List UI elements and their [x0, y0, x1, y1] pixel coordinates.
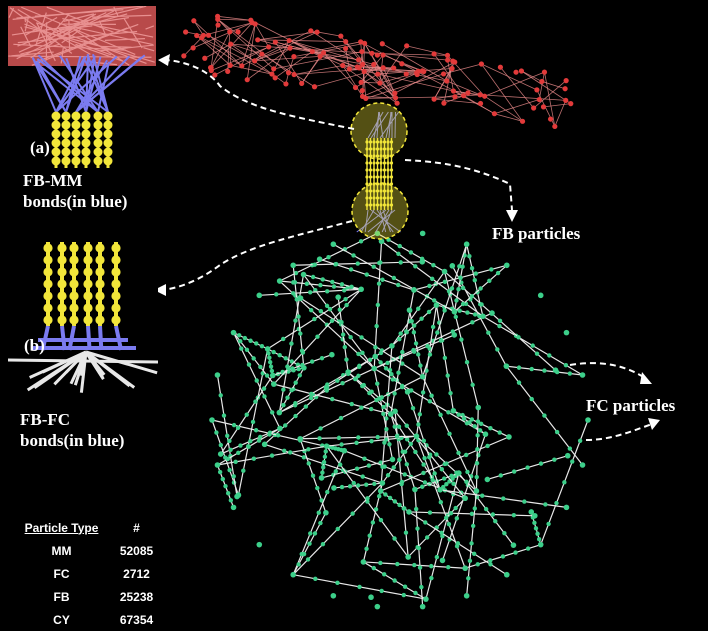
arrowhead-a: [158, 54, 170, 66]
inset-b-fb-fc-bonds: [8, 242, 158, 398]
inset-a-fb-mm-bonds: [8, 6, 156, 168]
panel-b-caption-line1: FB-FC: [20, 410, 71, 429]
header-particle-type: Particle Type: [24, 520, 99, 535]
panel-a-caption: FB-MM bonds(in blue): [23, 170, 127, 212]
mm-junction-highlight: [350, 102, 408, 160]
panel-b-label: (b): [24, 336, 45, 355]
arrow-fc-lower: [585, 423, 653, 441]
fb-filaments: [356, 111, 401, 233]
arrowhead-fc-upper: [640, 372, 652, 384]
particle-count-cell: 25238: [119, 589, 154, 604]
table-row: CY 67354: [14, 608, 164, 631]
panel-a-caption-line1: FB-MM: [23, 171, 83, 190]
arrow-to-inset-b: [161, 220, 353, 291]
panel-a-caption-line2: bonds(in blue): [23, 192, 128, 211]
panel-a-label: (a): [30, 138, 50, 157]
table-row: FB 25238: [14, 585, 164, 608]
particle-type-cell: CY: [53, 612, 70, 627]
table-row: FC 2712: [14, 562, 164, 585]
particle-count-cell: 2712: [123, 566, 150, 581]
fc-particles-label: FC particles: [586, 396, 676, 415]
arrowhead-fb: [506, 210, 518, 222]
header-count: #: [133, 520, 140, 535]
arrowhead-b: [154, 284, 166, 296]
fc-sphere-network: [209, 230, 591, 610]
arrow-fc-upper: [569, 362, 646, 379]
arrowhead-fc-lower: [648, 418, 660, 430]
particle-count-table: Particle Type # MM 52085 FC 2712 FB 2523…: [14, 516, 164, 631]
panel-b-caption-line2: bonds(in blue): [20, 431, 125, 450]
particle-type-cell: MM: [51, 543, 72, 558]
particle-count-cell: 52085: [119, 543, 154, 558]
mm-network: [181, 13, 574, 130]
arrow-to-fb-label: [404, 159, 513, 211]
fb-particles-label: FB particles: [492, 224, 581, 243]
panel-b-caption: FB-FC bonds(in blue): [20, 409, 124, 451]
table-header: Particle Type #: [14, 516, 164, 539]
particle-type-cell: FB: [53, 589, 70, 604]
fc-junction-highlight: [351, 182, 409, 240]
particle-count-cell: 67354: [119, 612, 154, 627]
table-row: MM 52085: [14, 539, 164, 562]
particle-type-cell: FC: [53, 566, 70, 581]
